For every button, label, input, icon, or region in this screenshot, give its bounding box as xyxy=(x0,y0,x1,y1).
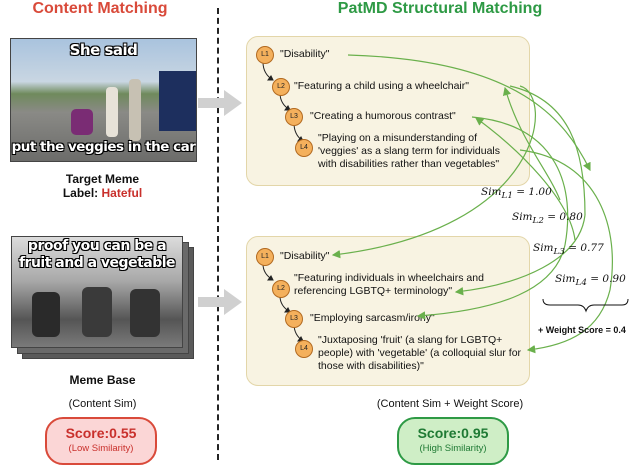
left-header: Content Matching xyxy=(32,0,168,17)
arc-l4-to-base xyxy=(526,289,611,354)
weight-brace xyxy=(542,298,629,313)
right-score-note: (High Similarity) xyxy=(419,443,487,454)
sim-l3: SimL3 = 0.77 xyxy=(533,242,604,257)
person-shape xyxy=(106,87,118,137)
right-header: PatMD Structural Matching xyxy=(337,0,543,17)
section-divider xyxy=(217,8,219,460)
tree-level-badge: L3 xyxy=(285,108,303,126)
weight-score: + Weight Score = 0.4 xyxy=(538,325,626,335)
person-shape xyxy=(130,289,160,337)
target-node-l3: "Creating a humorous contrast" xyxy=(310,110,456,122)
sim-l1: SimL1 = 1.00 xyxy=(481,186,552,201)
label-prefix: Label: xyxy=(62,186,102,200)
sim-value: = 0.77 xyxy=(568,242,604,254)
sim-l4: SimL4 = 0.90 xyxy=(555,273,626,288)
right-score-method: (Content Sim + Weight Score) xyxy=(376,398,524,410)
target-node-l1: "Disability" xyxy=(280,48,330,60)
meme-base-caption: Meme Base xyxy=(69,373,136,387)
sim-sub: L1 xyxy=(501,191,513,202)
person-shape xyxy=(129,79,141,141)
meme-top-text: She said xyxy=(69,41,138,59)
base-node-l3: "Employing sarcasm/irony" xyxy=(310,312,435,324)
base-node-l1: "Disability" xyxy=(280,250,330,262)
left-score-box: Score:0.55 (Low Similarity) xyxy=(45,417,157,465)
left-score-note: (Low Similarity) xyxy=(68,443,134,454)
sim-l2: SimL2 = 0.80 xyxy=(512,211,583,226)
arc-l2-back xyxy=(502,86,561,201)
target-node-l2: "Featuring a child using a wheelchair" xyxy=(294,80,469,92)
left-score-value: Score:0.55 xyxy=(65,425,137,441)
flow-arrow xyxy=(198,289,242,315)
sim-var: Sim xyxy=(555,273,576,285)
arc-l2-to-base xyxy=(454,214,586,296)
sim-sub: L4 xyxy=(575,278,587,289)
target-meme-caption: Target Meme xyxy=(65,172,140,186)
tree-level-badge: L4 xyxy=(295,340,313,358)
right-score-box: Score:0.95 (High Similarity) xyxy=(397,417,509,465)
arc-l3-back xyxy=(475,117,576,241)
tree-level-badge: L2 xyxy=(272,280,290,298)
arc-l1-to-base xyxy=(331,85,536,259)
target-node-l4: "Playing on a misunderstanding of 'veggi… xyxy=(318,132,501,170)
sim-sub: L2 xyxy=(532,216,544,227)
tree-level-badge: L1 xyxy=(256,248,274,266)
sim-var: Sim xyxy=(533,242,554,254)
sim-var: Sim xyxy=(512,211,533,223)
tree-level-badge: L4 xyxy=(295,139,313,157)
right-score-value: Score:0.95 xyxy=(417,425,489,441)
tree-level-badge: L3 xyxy=(285,310,303,328)
meme-base-image: proof you can be a fruit and a vegetable xyxy=(11,236,183,348)
left-score-method: (Content Sim) xyxy=(68,398,137,410)
person-shape xyxy=(32,292,60,337)
label-value: Hateful xyxy=(101,186,143,200)
arc-l4-target xyxy=(519,149,613,291)
sim-value: = 1.00 xyxy=(516,186,552,198)
sim-value: = 0.90 xyxy=(590,273,626,285)
arc-l3-target xyxy=(471,116,569,246)
meme-bottom-text: put the veggies in the car xyxy=(11,139,196,155)
arc-l2-target xyxy=(509,85,586,216)
flow-arrow xyxy=(198,90,242,116)
arc-l3-to-base xyxy=(416,244,566,320)
sim-value: = 0.80 xyxy=(547,211,583,223)
arc-l1-target xyxy=(347,54,591,172)
person-shape xyxy=(82,287,112,337)
sim-var: Sim xyxy=(481,186,502,198)
tree-level-badge: L1 xyxy=(256,46,274,64)
sim-sub: L3 xyxy=(553,247,565,258)
target-label: Label: Hateful xyxy=(0,186,205,200)
meme-top-text: proof you can be a xyxy=(27,238,167,254)
base-node-l2: "Featuring individuals in wheelchairs an… xyxy=(294,272,484,297)
tree-level-badge: L2 xyxy=(272,78,290,96)
wheelchair-shape xyxy=(71,109,93,135)
target-meme-image: She said put the veggies in the car xyxy=(10,38,197,162)
meme-top-text-line2: fruit and a vegetable xyxy=(18,255,176,271)
car-shape xyxy=(159,71,196,131)
base-node-l4: "Juxtaposing 'fruit' (a slang for LGBTQ+… xyxy=(318,334,522,372)
